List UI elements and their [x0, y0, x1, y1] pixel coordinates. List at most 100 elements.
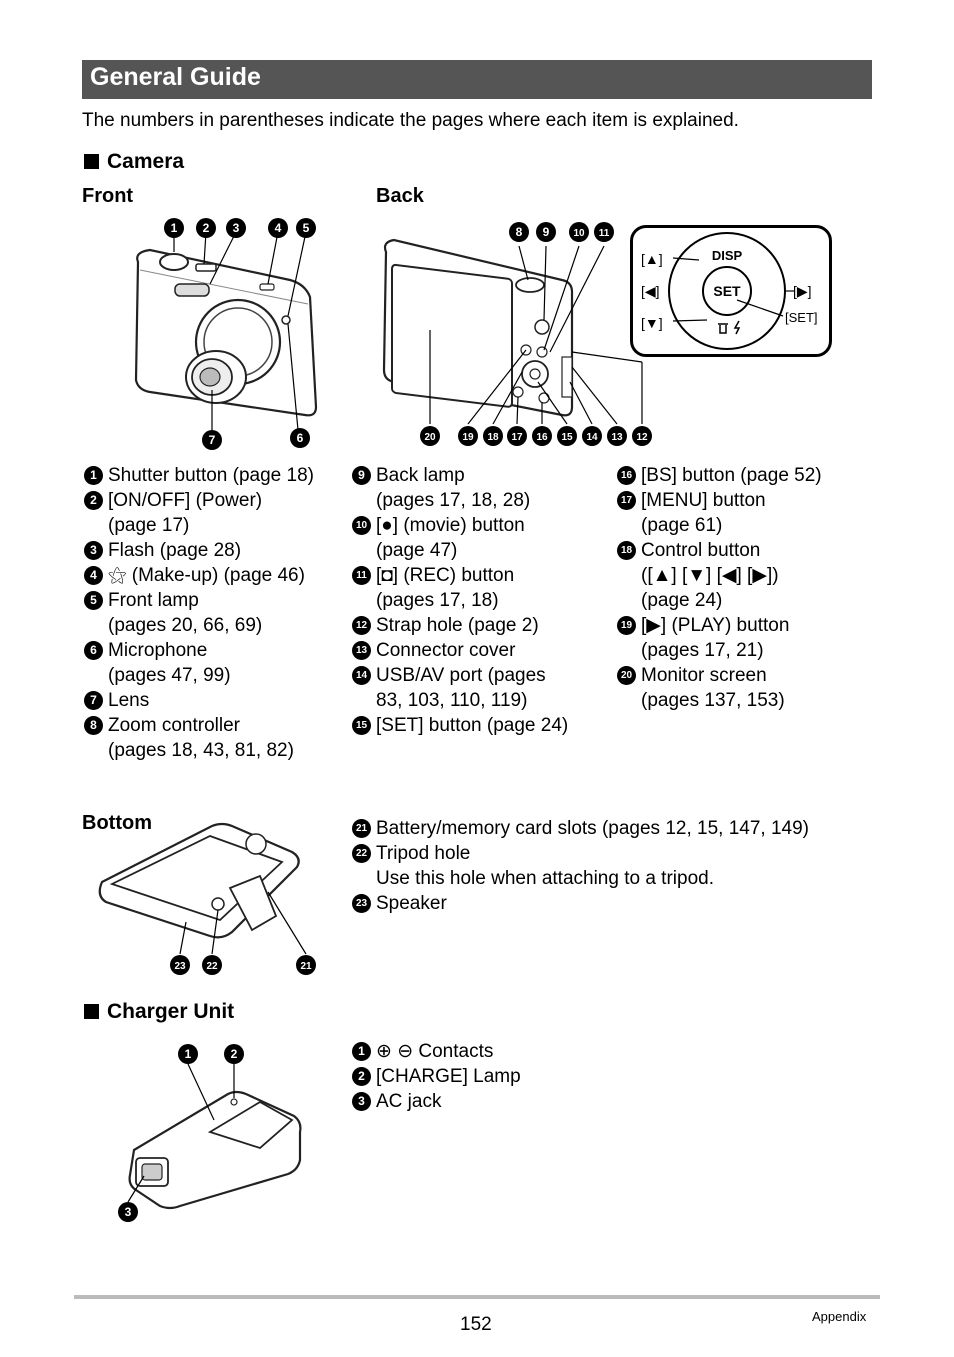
item-text: (pages 17, 18, 28)	[376, 490, 531, 511]
square-bullet-icon	[84, 1004, 99, 1019]
item-text: Microphone	[108, 640, 208, 661]
intro-text: The numbers in parentheses indicate the …	[82, 110, 739, 131]
item-text: Strap hole (page 2)	[376, 615, 539, 636]
callout-number-badge: 14	[352, 666, 371, 685]
callout-number-badge: 2	[352, 1067, 371, 1086]
back-callouts: 8 9 10 11 20 19 18 17 16 15 14 13 12	[420, 222, 652, 446]
callout-number-badge: 21	[352, 819, 371, 838]
svg-text:3: 3	[125, 1205, 132, 1219]
list-item: 12 Strap hole (page 2)	[352, 613, 612, 638]
item-text: Speaker	[376, 893, 447, 914]
section-name: Appendix	[812, 1309, 867, 1324]
item-text: Lens	[108, 690, 150, 711]
charger-illustration: 1 2 3	[118, 1044, 302, 1222]
item-text: ⚝ (Make-up) (page 46)	[108, 565, 305, 586]
list-item: 21 Battery/memory card slots (pages 12, 1…	[352, 816, 872, 841]
svg-text:4: 4	[275, 221, 282, 235]
list-item: 10[●] (movie) button(page 47)	[352, 513, 612, 563]
camera-list-col3: 16 [BS] button (page 52)17[MENU] button(p…	[617, 463, 877, 713]
item-text: Battery/memory card slots (pages 12, 15,…	[376, 818, 809, 839]
item-text: (page 17)	[108, 515, 190, 536]
callout-number-badge: 17	[617, 491, 636, 510]
camera-back-illustration: 8 9 10 11 20 19 18 17 16 15 14 13 12	[382, 222, 652, 446]
item-text: (pages 18, 43, 81, 82)	[108, 740, 294, 761]
svg-text:11: 11	[599, 228, 610, 239]
item-text: Front lamp	[108, 590, 199, 611]
callout-number-badge: 1	[352, 1042, 371, 1061]
list-item: 7 Lens	[84, 688, 344, 713]
dial-down-label: [▼]	[641, 315, 663, 331]
callout-number-badge: 5	[84, 591, 103, 610]
item-text: (page 47)	[376, 540, 458, 561]
page-number: 152	[460, 1314, 492, 1335]
callout-number-badge: 3	[84, 541, 103, 560]
front-label: Front	[82, 185, 134, 207]
callout-number-badge: 20	[617, 666, 636, 685]
callout-number-badge: 6	[84, 641, 103, 660]
camera-bottom-illustration: 23 22 21	[98, 822, 316, 975]
callout-number-badge: 7	[84, 691, 103, 710]
trash-flash-icon	[718, 320, 741, 335]
callout-number-badge: 8	[84, 716, 103, 735]
item-text: Flash (page 28)	[108, 540, 242, 561]
item-text: [CHARGE] Lamp	[376, 1066, 521, 1087]
list-item: 1⊕ ⊖ Contacts	[352, 1039, 752, 1064]
bottom-label: Bottom	[82, 812, 152, 834]
item-text: [◘] (REC) button	[376, 565, 515, 586]
item-text: Tripod hole	[376, 843, 471, 864]
list-item: 4 ⚝ (Make-up) (page 46)	[84, 563, 344, 588]
item-text: Use this hole when attaching to a tripod…	[376, 868, 714, 889]
svg-text:1: 1	[171, 221, 178, 235]
callout-number-badge: 11	[352, 566, 371, 585]
svg-text:22: 22	[206, 961, 218, 972]
item-text: [SET] button (page 24)	[376, 715, 569, 736]
callout-number-badge: 22	[352, 844, 371, 863]
callout-number-badge: 15	[352, 716, 371, 735]
callout-number-badge: 12	[352, 616, 371, 635]
callout-number-badge: 10	[352, 516, 371, 535]
svg-text:7: 7	[209, 433, 216, 447]
callout-number-badge: 16	[617, 466, 636, 485]
square-bullet-icon	[84, 154, 99, 169]
item-text: Back lamp	[376, 465, 465, 486]
item-text: (pages 137, 153)	[641, 690, 785, 711]
item-text: Zoom controller	[108, 715, 240, 736]
section-banner: General Guide	[82, 60, 872, 99]
control-dial-inset: [▲] [◀] [▼] [▶] [SET] DISP SET	[630, 225, 832, 357]
page-title: General Guide	[90, 63, 261, 91]
item-text: Shutter button (page 18)	[108, 465, 314, 486]
callout-number-badge: 2	[84, 491, 103, 510]
svg-text:5: 5	[303, 221, 310, 235]
dial-left-label: [◀]	[641, 283, 660, 299]
svg-text:21: 21	[300, 961, 312, 972]
list-item: 1 Shutter button (page 18)	[84, 463, 344, 488]
list-item: 3 Flash (page 28)	[84, 538, 344, 563]
camera-heading: Camera	[84, 150, 184, 174]
item-text: ([▲] [▼] [◀] [▶])	[641, 565, 779, 586]
callout-number-badge: 1	[84, 466, 103, 485]
svg-text:16: 16	[536, 432, 548, 443]
svg-text:15: 15	[561, 432, 573, 443]
item-text: 83, 103, 110, 119)	[376, 690, 528, 711]
callout-number-badge: 4	[84, 566, 103, 585]
front-callouts: 1 2 3 4 5 6 7	[164, 218, 316, 450]
svg-text:17: 17	[511, 432, 523, 443]
svg-text:19: 19	[462, 432, 474, 443]
svg-text:12: 12	[636, 432, 648, 443]
callout-number-badge: 18	[617, 541, 636, 560]
item-text: [BS] button (page 52)	[641, 465, 822, 486]
footer-rule	[74, 1295, 880, 1299]
list-item: 17[MENU] button(page 61)	[617, 488, 877, 538]
back-label: Back	[376, 185, 424, 207]
item-text: [▶] (PLAY) button	[641, 615, 790, 636]
